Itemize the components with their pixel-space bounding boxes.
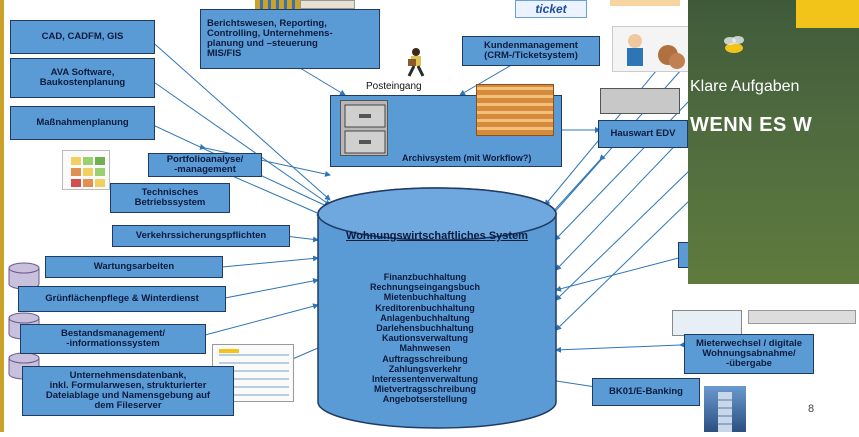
berichtswesen-label-line1: Berichtswesen, Reporting, [207, 18, 327, 29]
verkehrssicherung-label: Verkehrssicherungspflichten [135, 230, 267, 241]
mieterwechsel-label-line3: -übergabe [726, 358, 772, 369]
hauswart-edv-label: Hauswart EDV [610, 128, 676, 139]
list-item: Darlehensbuchhaltung [376, 323, 474, 334]
technisches-label-line2: Betriebssystem [134, 197, 206, 208]
keyboard-device-icon [600, 88, 680, 114]
list-item: Interessentenverwaltung [371, 374, 479, 385]
bee-icon [718, 34, 748, 56]
overlay-accent-tag [796, 0, 859, 28]
page-number: 8 [808, 403, 815, 415]
report-thumbnail-icon [300, 0, 355, 9]
technisches-label-line1: Technisches [141, 187, 199, 198]
ticket-icon: ticket [515, 0, 587, 18]
list-item: Kreditorenbuchhaltung [375, 302, 475, 313]
massnahmenplanung-box: Maßnahmenplanung [10, 106, 155, 140]
archivsystem-label: Archivsystem (mit Workflow?) [402, 153, 532, 163]
portfolio-matrix-icon [62, 150, 110, 190]
ava-label-line1: AVA Software, [50, 67, 115, 78]
list-item: Angebotserstellung [382, 394, 468, 405]
berichtswesen-label-line2: Controlling, Unternehmens- [207, 28, 333, 39]
cad-label: CAD, CADFM, GIS [41, 31, 124, 42]
list-item: Zahlungsverkehr [388, 363, 462, 374]
mieterwechsel-box: Mieterwechsel / digitale Wohnungsabnahme… [684, 334, 814, 374]
wartungsarbeiten-label: Wartungsarbeiten [93, 261, 175, 272]
central-system-list: Finanzbuchhaltung Rechnungseingangsbuch … [345, 272, 505, 405]
ticket-label: ticket [535, 2, 567, 16]
video-overlay-panel[interactable]: Klare Aufgaben WENN ES W [688, 0, 859, 284]
list-item: Mietvertragsschreibung [373, 384, 477, 395]
mieterwechsel-label-line2: Wohnungsabnahme/ [702, 348, 796, 359]
slide-accent-border [0, 0, 4, 432]
tablet-thumbnail-icon [672, 310, 742, 336]
list-item: Anlagenbuchhaltung [380, 312, 470, 323]
database-stack-icon [8, 262, 40, 380]
portfolio-label-line2: -management [174, 164, 236, 175]
cad-box: CAD, CADFM, GIS [10, 20, 155, 54]
filing-cabinet-icon [340, 100, 388, 156]
list-item: Auftragsschreibung [382, 353, 468, 364]
list-item: Kautionsverwaltung [381, 333, 468, 344]
gruenflaechen-box: Grünflächenpflege & Winterdienst [18, 286, 226, 312]
berichtswesen-box: Berichtswesen, Reporting, Controlling, U… [200, 9, 380, 69]
portfolio-box: Portfolioanalyse/ -management [148, 153, 262, 177]
document-thumbnail-icon [748, 310, 856, 324]
overlay-headline: Klare Aufgaben [690, 78, 800, 95]
posteingang-label: Posteingang [366, 81, 422, 92]
central-system-cylinder [317, 187, 557, 429]
list-item: Finanzbuchhaltung [383, 272, 467, 282]
verkehrssicherung-box: Verkehrssicherungspflichten [112, 225, 290, 247]
wartungsarbeiten-box: Wartungsarbeiten [45, 256, 223, 278]
courier-figure-icon [405, 47, 427, 77]
gruenflaechen-label: Grünflächenpflege & Winterdienst [45, 293, 199, 304]
bestandsmanagement-box: Bestandsmanagement/ -informationssystem [20, 324, 206, 354]
unternehmensdatenbank-label-line3: Dateiablage und Namensgebung auf [45, 390, 211, 401]
unternehmensdatenbank-label-line2: inkl. Formularwesen, strukturierter [49, 380, 207, 391]
ava-label-line2: Baukostenplanung [39, 77, 126, 88]
technisches-box: Technisches Betriebssystem [110, 183, 230, 213]
ava-box: AVA Software, Baukostenplanung [10, 58, 155, 98]
bk01-ebanking-label: BK01/E-Banking [609, 386, 683, 397]
bestandsmanagement-label-line2: -informationssystem [66, 338, 160, 349]
massnahmenplanung-label: Maßnahmenplanung [36, 117, 129, 128]
berichtswesen-label-line4: MIS/FIS [207, 48, 242, 59]
kundenmanagement-label-line2: (CRM-/Ticketsystem) [484, 50, 578, 61]
berichtswesen-label-line3: planung und –steuerung [207, 38, 318, 49]
mieterwechsel-label-line1: Mieterwechsel / digitale [695, 338, 803, 349]
unternehmensdatenbank-label-line1: Unternehmensdatenbank, [69, 370, 187, 381]
central-system-title-text: Wohnungswirtschaftliches System [346, 230, 528, 242]
bestandsmanagement-label-line1: Bestandsmanagement/ [60, 328, 165, 339]
bk01-ebanking-box: BK01/E-Banking [592, 378, 700, 406]
clip-image-icon [610, 0, 680, 6]
list-item: Rechnungseingangsbuch [369, 282, 480, 293]
kundenmanagement-label-line1: Kundenmanagement [484, 40, 578, 51]
central-system-title: Wohnungswirtschaftliches System [330, 230, 544, 242]
list-item: Mietenbuchhaltung [383, 292, 467, 303]
file-folders-icon [476, 84, 554, 136]
portfolio-label-line1: Portfolioanalyse/ [166, 154, 244, 165]
list-item: Mahnwesen [399, 343, 451, 354]
customer-clipart-icon [612, 26, 690, 72]
unternehmensdatenbank-label-line4: dem Fileserver [94, 400, 162, 411]
kundenmanagement-box: Kundenmanagement (CRM-/Ticketsystem) [462, 36, 600, 66]
chart-thumbnail-icon [255, 0, 300, 9]
overlay-subheadline: WENN ES W [690, 114, 813, 136]
unternehmensdatenbank-box: Unternehmensdatenbank, inkl. Formularwes… [22, 366, 234, 416]
hauswart-edv-box: Hauswart EDV [598, 120, 688, 148]
bank-building-icon [704, 386, 746, 432]
